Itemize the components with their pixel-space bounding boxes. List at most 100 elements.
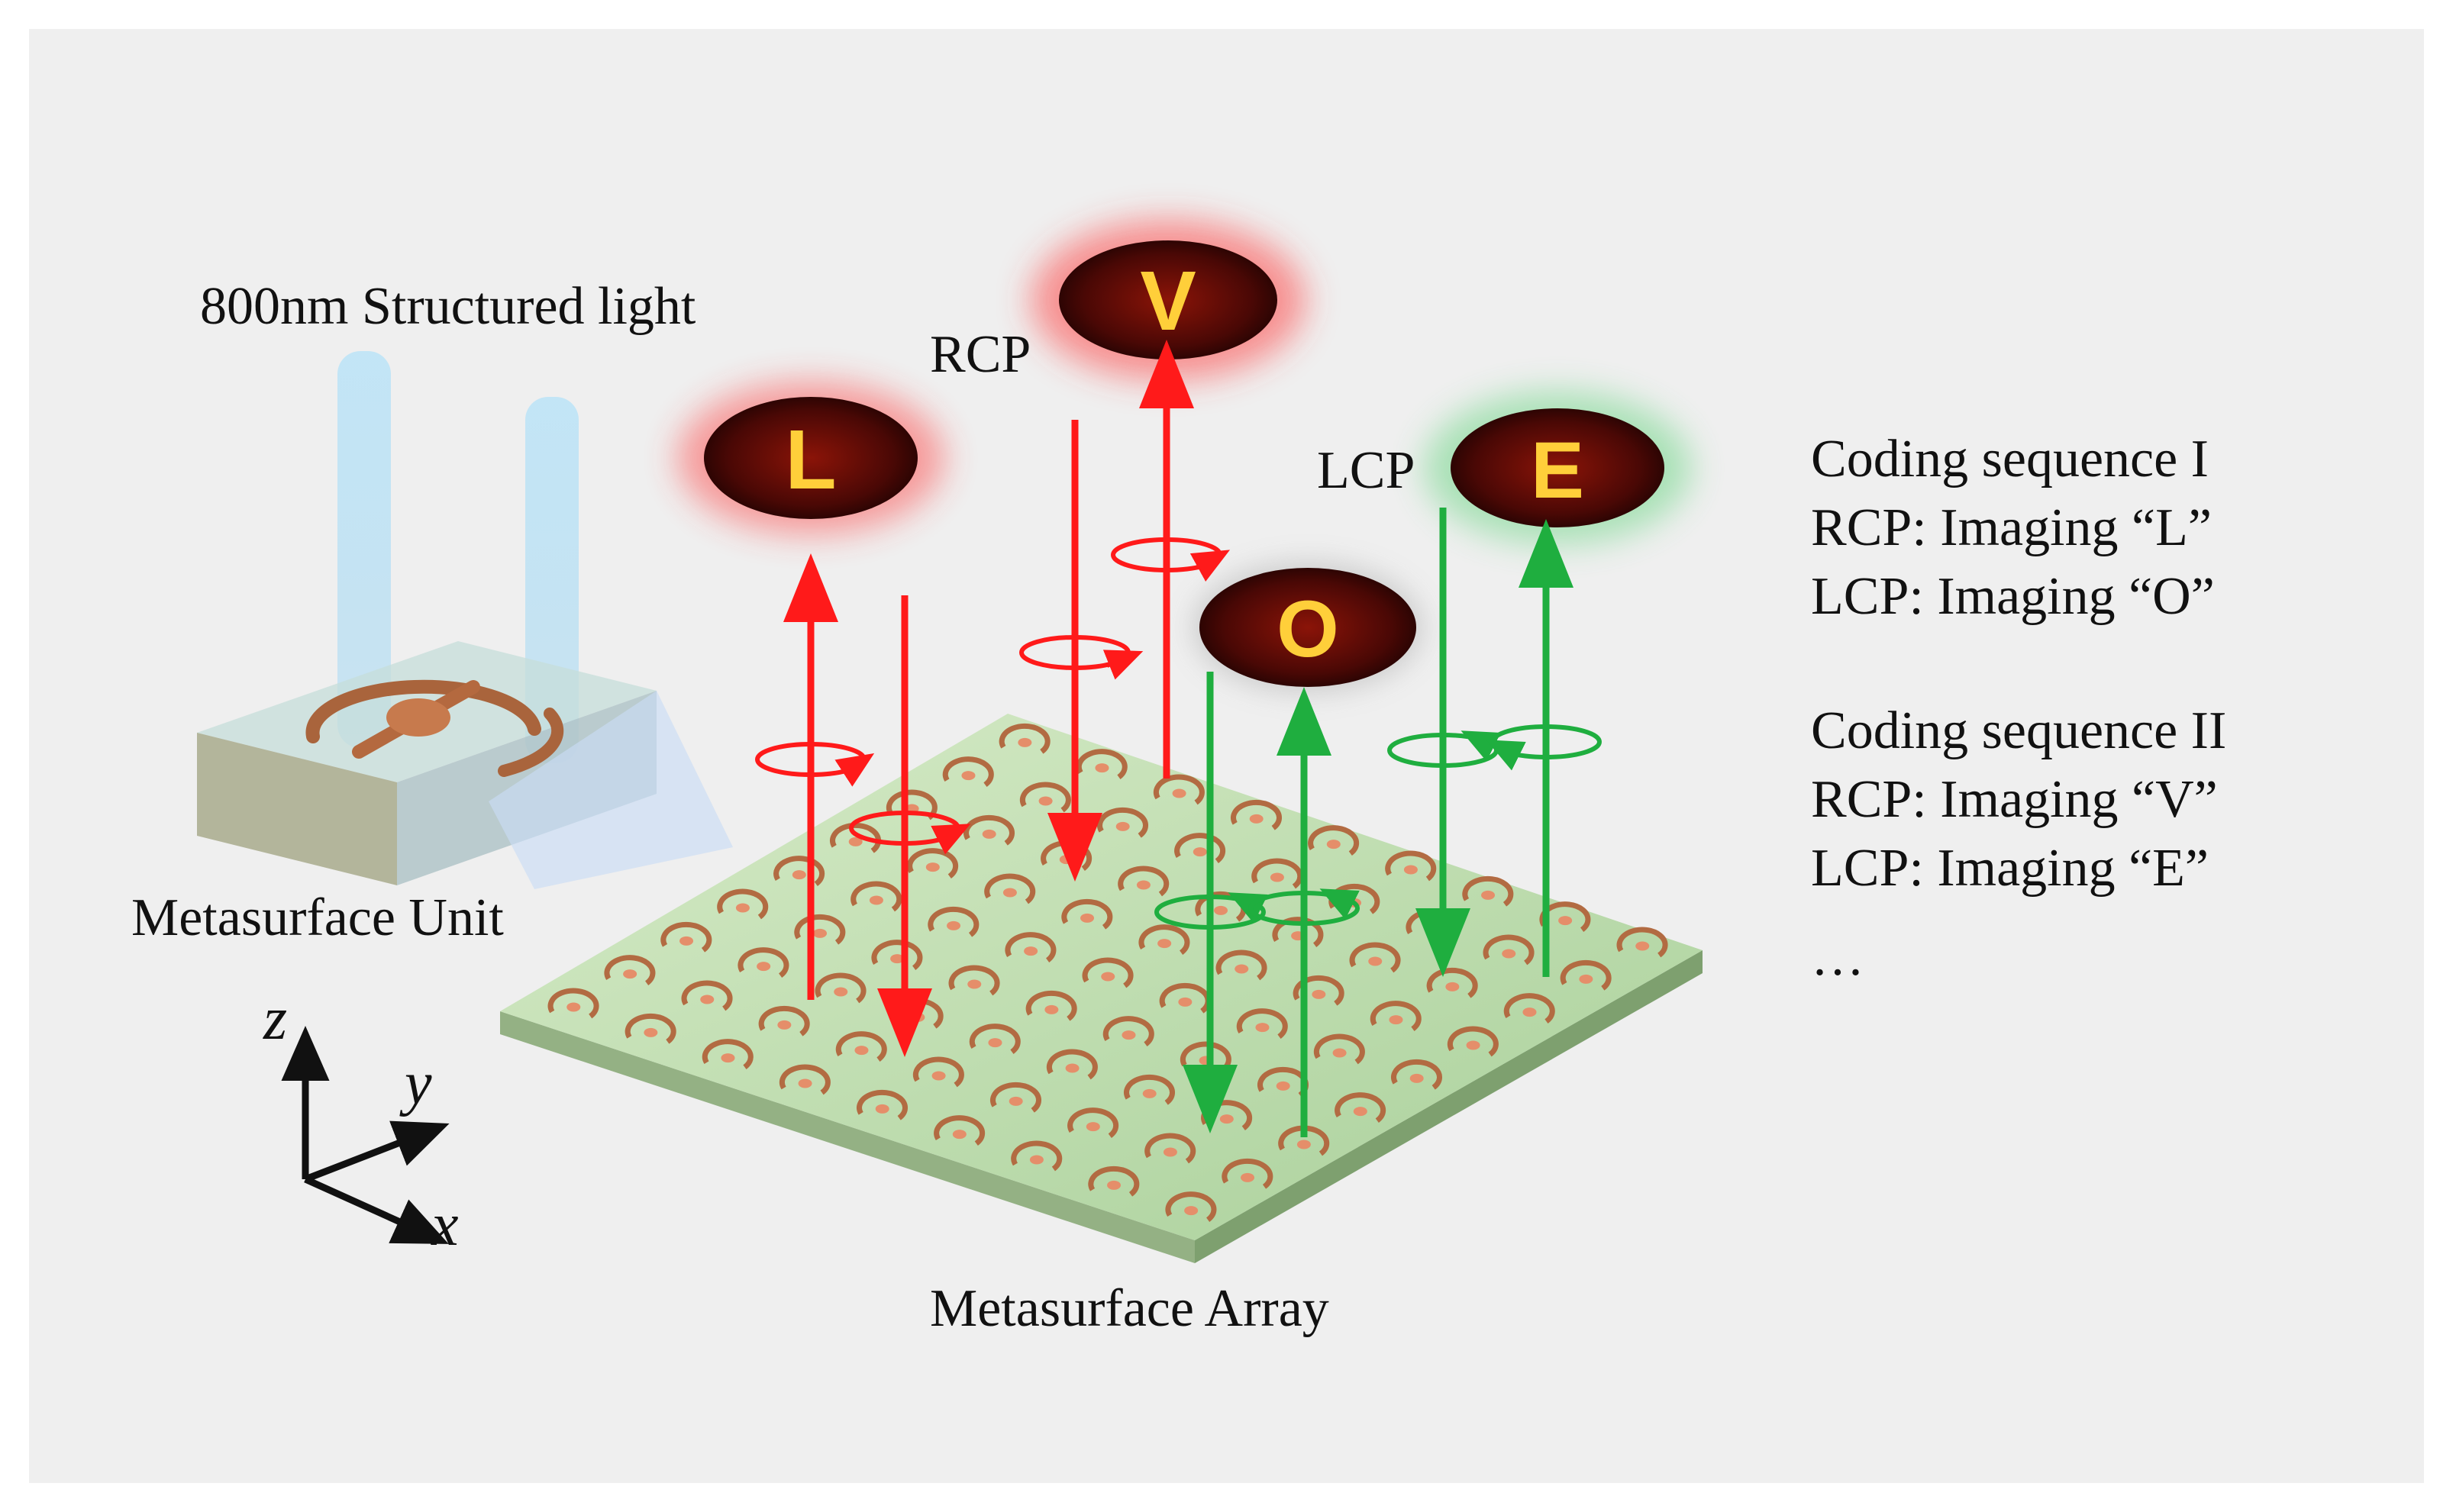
unit-cell-ring bbox=[1278, 1125, 1330, 1156]
unit-cell-ring bbox=[857, 1089, 908, 1120]
unit-cell-dot bbox=[890, 954, 905, 964]
axis-x-arrow bbox=[304, 1175, 449, 1244]
unit-cell-ring bbox=[1222, 1158, 1273, 1189]
unit-cell-ring bbox=[1236, 1008, 1288, 1039]
axis-z-label: z bbox=[263, 985, 288, 1053]
metasurface-unit-label: Metasurface Unit bbox=[131, 888, 504, 947]
unit-cell-ring bbox=[1308, 825, 1360, 856]
unit-cell-ring bbox=[1165, 1191, 1217, 1222]
unit-cell-ring bbox=[1349, 942, 1401, 973]
unit-cell-dot bbox=[1466, 1040, 1480, 1050]
unit-cell-dot bbox=[792, 870, 806, 880]
unit-cell-ring bbox=[625, 1013, 676, 1044]
unit-cell-dot bbox=[813, 928, 828, 938]
unit-cell-dot bbox=[623, 969, 637, 979]
unit-cell-dot bbox=[947, 920, 961, 930]
unit-cell-dot bbox=[925, 862, 940, 872]
unit-cell-dot bbox=[1502, 949, 1516, 959]
unit-cell-dot bbox=[1235, 964, 1249, 974]
unit-cell-ring bbox=[779, 1064, 831, 1095]
lcp-label: LCP bbox=[1317, 441, 1415, 500]
unit-cell-dot bbox=[1241, 1172, 1255, 1182]
unit-cell-dot bbox=[1276, 1081, 1290, 1091]
substrate-side bbox=[1195, 950, 1703, 1263]
unit-cell-ring bbox=[1616, 927, 1668, 958]
unit-cell-ring bbox=[984, 873, 1036, 904]
unit-cell-ring bbox=[928, 906, 980, 937]
unit-cell-ring bbox=[1124, 1074, 1175, 1105]
unit-cell-ring bbox=[1447, 1026, 1499, 1057]
unit-cell-ring bbox=[990, 1082, 1041, 1113]
image-V: V bbox=[1031, 220, 1306, 380]
metasurface-array-label: Metasurface Array bbox=[930, 1279, 1329, 1338]
unit-cell-dot bbox=[1312, 989, 1326, 999]
unit-cell-dot bbox=[988, 1038, 1002, 1048]
axis-y-label: y bbox=[405, 1050, 432, 1117]
seq2-lcp: LCP: Imaging “E” bbox=[1811, 839, 2209, 898]
image-letter-E: E bbox=[1531, 426, 1584, 515]
seq1-rcp: RCP: Imaging “L” bbox=[1811, 498, 2212, 557]
unit-cell-ring bbox=[1067, 1107, 1119, 1138]
unit-cell-dot bbox=[1270, 872, 1284, 882]
unit-cell-dot bbox=[869, 895, 883, 905]
rcp-beams bbox=[783, 340, 1194, 1057]
unit-cell-dot bbox=[1368, 956, 1383, 966]
unit-cell-ring bbox=[1118, 866, 1170, 897]
unit-cell-ring bbox=[942, 756, 994, 787]
unit-cell-dot bbox=[854, 1046, 869, 1056]
unit-cell-ring bbox=[912, 1056, 964, 1088]
unit-cell-ring bbox=[1215, 949, 1267, 981]
unit-cell-ring bbox=[1503, 993, 1555, 1024]
unit-cell-ring bbox=[758, 1005, 810, 1036]
unit-cell-ring bbox=[1293, 975, 1344, 1006]
unit-cell-ring bbox=[850, 881, 902, 912]
unit-cell-dot bbox=[952, 1130, 967, 1140]
unit-cell-ring bbox=[1313, 1033, 1365, 1065]
lcp-polarization-rings bbox=[1154, 724, 1602, 930]
unit-cell-ring bbox=[547, 988, 599, 1019]
unit-cell-dot bbox=[1024, 946, 1038, 956]
unit-cell-dot bbox=[644, 1027, 658, 1037]
unit-cell-dot bbox=[721, 1053, 735, 1063]
unit-cell-ring bbox=[948, 965, 1000, 996]
unit-cell-dot bbox=[1086, 1122, 1100, 1132]
unit-cell-dot bbox=[1018, 737, 1032, 747]
unit-cell-ring bbox=[934, 1115, 986, 1146]
unit-cell-ring bbox=[773, 856, 825, 886]
unit-cell-dot bbox=[1009, 1096, 1023, 1106]
unit-cell-ring bbox=[815, 972, 867, 1004]
unit-cell-dot bbox=[735, 903, 750, 913]
axis-y-arrow bbox=[304, 1120, 450, 1183]
unit-cell-ring bbox=[886, 789, 938, 820]
unit-cell-dot bbox=[1214, 905, 1228, 915]
unit-cell-dot bbox=[1115, 821, 1130, 831]
seq2-rcp: RCP: Imaging “V” bbox=[1811, 770, 2218, 829]
unit-cell-ring bbox=[1153, 774, 1205, 805]
unit-cell-ring bbox=[681, 980, 733, 1011]
unit-cell-dot bbox=[700, 995, 715, 1004]
unit-cell-ring bbox=[1560, 959, 1612, 991]
image-E: E bbox=[1424, 392, 1691, 544]
unit-cell-dot bbox=[566, 1002, 581, 1012]
seq1-title: Coding sequence I bbox=[1811, 430, 2209, 488]
structured-light-label: 800nm Structured light bbox=[200, 277, 696, 336]
unit-cell-dot bbox=[798, 1078, 812, 1088]
image-letter-V: V bbox=[1140, 254, 1196, 348]
unit-cell-dot bbox=[1095, 763, 1109, 773]
unit-cell-dot bbox=[911, 1012, 925, 1022]
unit-cell-ring bbox=[1138, 924, 1190, 955]
rcp-label: RCP bbox=[930, 325, 1031, 384]
image-L: L bbox=[677, 382, 944, 534]
unit-cell-dot bbox=[1425, 924, 1439, 933]
unit-cell-ring bbox=[1144, 1133, 1196, 1164]
substrate-front bbox=[500, 1011, 1195, 1263]
unit-cell-dot bbox=[1172, 788, 1186, 798]
unit-cell-dot bbox=[1136, 880, 1151, 890]
unit-cell-dot bbox=[848, 837, 863, 846]
unit-cell-ring bbox=[1483, 934, 1535, 966]
unit-cell-ring bbox=[1462, 875, 1514, 907]
unit-cell-dot bbox=[1481, 890, 1496, 900]
unit-cell-ring bbox=[1061, 898, 1113, 930]
unit-cell-dot bbox=[1002, 888, 1017, 898]
